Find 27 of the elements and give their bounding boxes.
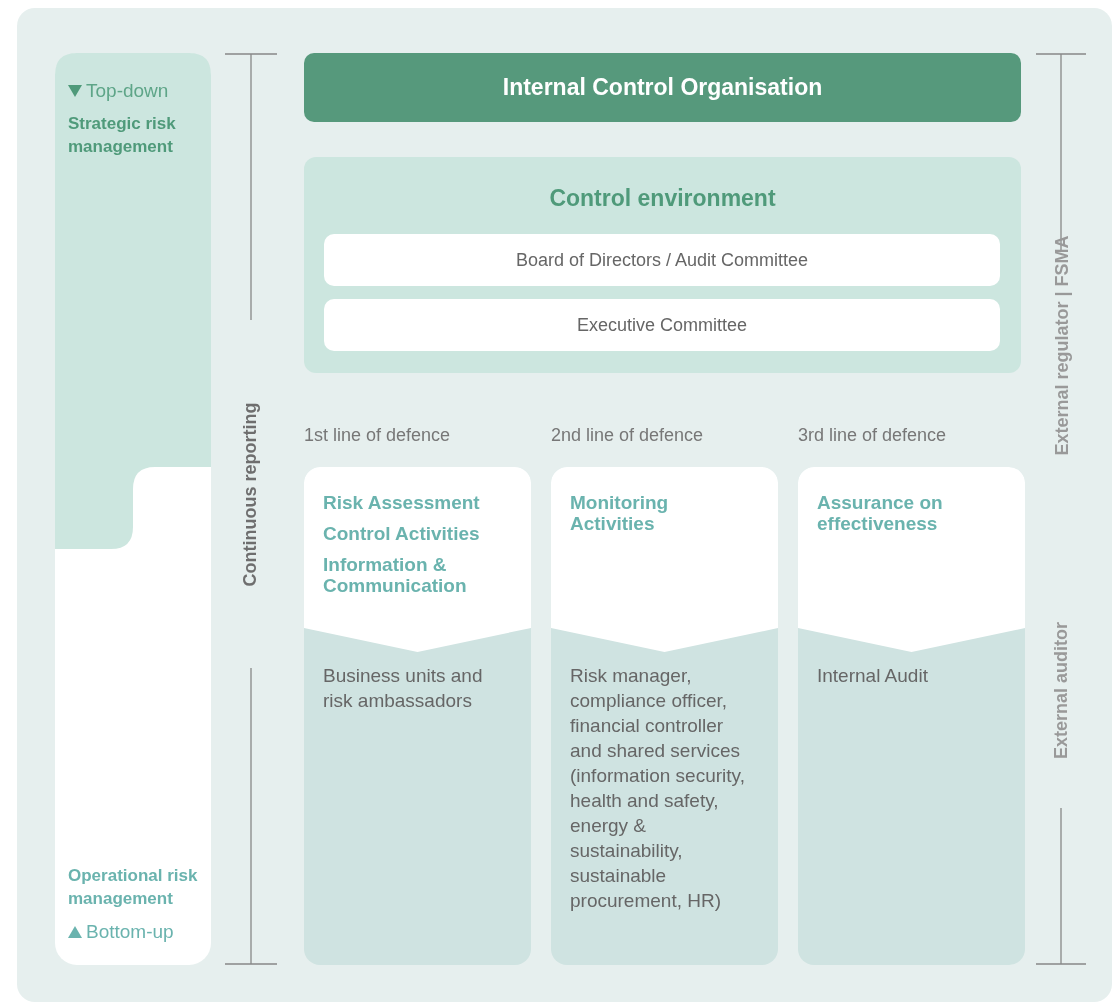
column-body: Internal Audit bbox=[817, 664, 929, 688]
column-heading: Information & Communication bbox=[323, 554, 468, 596]
defence-column bbox=[798, 467, 1025, 965]
committee-box: Board of Directors / Audit Committee bbox=[324, 234, 1000, 286]
operational-band bbox=[55, 53, 211, 965]
column-body: Risk manager, compliance officer, financial controller and shared services (information security, health and safety, energy & sustainability, sustainable procurement, HR) bbox=[570, 664, 746, 913]
column-caption: 1st line of defence bbox=[304, 424, 451, 447]
panel-heading: Control environment bbox=[548, 184, 777, 213]
control-environment-panel bbox=[304, 157, 1021, 373]
vertical-label: External regulator | FSMA bbox=[1050, 234, 1073, 456]
committee-box: Executive Committee bbox=[324, 299, 1000, 351]
vertical-label: External auditor bbox=[1050, 621, 1073, 759]
band-heading: Operational risk management bbox=[68, 865, 198, 910]
column-heading: Risk Assessment bbox=[323, 492, 481, 513]
column-body: Business units and risk ambassadors bbox=[323, 664, 484, 713]
header-bar: Internal Control Organisation bbox=[304, 53, 1021, 122]
column-heading: Control Activities bbox=[323, 523, 481, 544]
column-heading: Monitoring Activities bbox=[570, 492, 670, 534]
column-caption: 2nd line of defence bbox=[551, 424, 704, 447]
vertical-label: Continuous reporting bbox=[239, 402, 262, 586]
defence-column bbox=[304, 467, 531, 965]
column-caption: 3rd line of defence bbox=[798, 424, 947, 447]
band-heading: Strategic risk management bbox=[68, 113, 177, 158]
defence-column bbox=[551, 467, 778, 965]
column-heading: Assurance on effectiveness bbox=[817, 492, 944, 534]
direction-label: Bottom-up bbox=[86, 922, 174, 941]
direction-label: Top-down bbox=[86, 81, 169, 100]
